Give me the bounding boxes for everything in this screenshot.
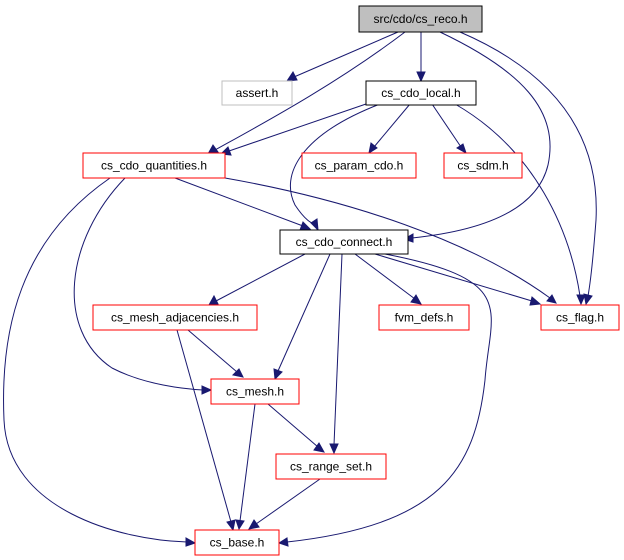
arrowhead: [313, 442, 325, 453]
node-param-cdo-label: cs_param_cdo.h: [315, 159, 404, 173]
node-fvm-defs-label: fvm_defs.h: [395, 311, 454, 325]
arrowhead: [546, 294, 557, 304]
node-base-label: cs_base.h: [210, 536, 265, 550]
node-cdo-local-label: cs_cdo_local.h: [381, 86, 460, 100]
edge-range-base: [255, 478, 321, 525]
arrowhead: [410, 294, 422, 305]
node-assert: assert.h: [221, 80, 293, 106]
arrowhead: [416, 71, 426, 83]
arrowhead: [583, 293, 593, 306]
node-mesh-adjacencies-label: cs_mesh_adjacencies.h: [111, 311, 239, 325]
node-cdo-quantities-label: cs_cdo_quantities.h: [101, 159, 207, 173]
node-cdo-quantities[interactable]: cs_cdo_quantities.h: [82, 152, 226, 179]
arrowhead: [299, 221, 312, 231]
arrowhead: [208, 294, 219, 306]
node-cdo-connect[interactable]: cs_cdo_connect.h: [279, 229, 409, 255]
arrowhead: [226, 519, 236, 532]
dependency-edges: [3, 31, 597, 547]
edge-local-quantities: [228, 103, 367, 152]
arrowhead: [201, 385, 213, 395]
arrowhead: [273, 368, 283, 381]
edge-adjacencies-mesh: [187, 329, 238, 373]
arrowhead: [231, 368, 244, 378]
arrowhead: [277, 537, 289, 547]
edge-quantities-flag: [224, 177, 551, 299]
node-fvm-defs[interactable]: fvm_defs.h: [378, 304, 470, 331]
node-root: src/cdo/cs_reco.h: [358, 5, 483, 33]
edge-connect-range: [333, 253, 343, 446]
file-nodes: src/cdo/cs_reco.h assert.h cs_cdo_local.…: [82, 5, 620, 556]
edge-root-assert: [293, 31, 399, 78]
edge-root-cdo-connect: [411, 31, 551, 239]
edge-root-flag: [459, 31, 597, 297]
node-mesh[interactable]: cs_mesh.h: [210, 378, 300, 405]
node-base[interactable]: cs_base.h: [194, 529, 280, 556]
arrowhead: [185, 537, 197, 547]
arrowhead: [248, 519, 260, 530]
edge-adjacencies-base: [176, 329, 232, 523]
node-cdo-local[interactable]: cs_cdo_local.h: [365, 80, 477, 106]
edge-mesh-base: [239, 403, 256, 522]
edge-local-flag: [454, 103, 581, 297]
arrowhead: [329, 443, 339, 455]
arrowhead: [529, 296, 542, 306]
node-mesh-adjacencies[interactable]: cs_mesh_adjacencies.h: [92, 304, 258, 331]
node-range-set-label: cs_range_set.h: [290, 460, 372, 474]
edge-connect-flag: [374, 253, 533, 302]
node-flag[interactable]: cs_flag.h: [540, 304, 620, 331]
arrowhead: [235, 519, 245, 531]
node-range-set[interactable]: cs_range_set.h: [275, 453, 387, 480]
edge-local-param: [373, 103, 411, 148]
arrowhead: [310, 218, 319, 232]
node-sdm-label: cs_sdm.h: [457, 159, 508, 173]
node-cdo-connect-label: cs_cdo_connect.h: [296, 235, 393, 249]
edge-mesh-range: [267, 403, 319, 448]
node-sdm[interactable]: cs_sdm.h: [443, 152, 523, 179]
node-param-cdo[interactable]: cs_param_cdo.h: [301, 152, 417, 179]
arrowhead: [285, 71, 298, 82]
node-root-label: src/cdo/cs_reco.h: [373, 12, 467, 26]
edge-quantities-mesh: [73, 177, 204, 391]
edge-root-cdo-quantities: [214, 31, 406, 151]
arrowhead: [368, 142, 378, 155]
edge-connect-base: [286, 253, 492, 543]
edge-connect-fvm: [354, 253, 416, 300]
arrowhead: [456, 143, 467, 155]
edge-local-connect: [290, 103, 381, 224]
arrowhead: [576, 294, 586, 306]
edge-connect-adjacencies: [215, 253, 306, 302]
node-assert-label: assert.h: [236, 86, 279, 100]
node-flag-label: cs_flag.h: [556, 311, 604, 325]
edge-quantities-base: [3, 177, 188, 543]
edge-local-sdm: [431, 103, 462, 148]
edge-quantities-connect: [174, 177, 304, 227]
edge-connect-mesh: [277, 253, 331, 372]
node-mesh-label: cs_mesh.h: [226, 385, 284, 399]
